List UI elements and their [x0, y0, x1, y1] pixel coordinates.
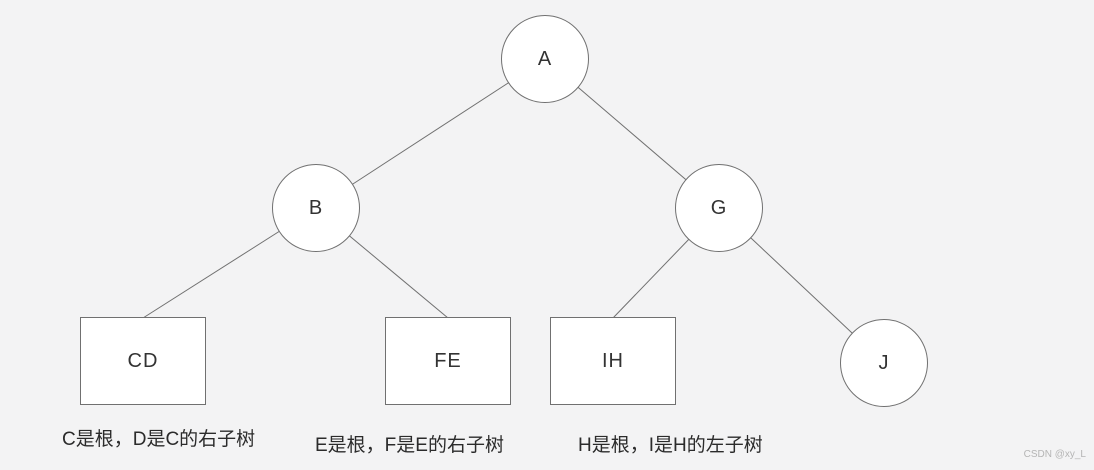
tree-node-cd-label: CD — [127, 349, 159, 372]
tree-node-a-label: A — [537, 47, 553, 70]
edge-a-b — [315, 58, 546, 209]
tree-node-g: G — [675, 164, 763, 252]
tree-node-g-label: G — [710, 196, 728, 219]
tree-node-b-label: B — [308, 196, 324, 219]
tree-node-ih-label: IH — [602, 349, 624, 372]
tree-node-fe-label: FE — [434, 349, 462, 372]
tree-node-b: B — [272, 164, 360, 252]
caption-cd: C是根，D是C的右子树 — [62, 429, 256, 450]
tree-node-cd: CD — [80, 317, 206, 405]
tree-node-j: J — [840, 319, 928, 407]
tree-node-fe: FE — [385, 317, 511, 405]
csdn-watermark: CSDN @xy_L — [1023, 449, 1086, 460]
tree-node-ih: IH — [550, 317, 676, 405]
tree-node-j-label: J — [878, 351, 890, 374]
caption-fe: E是根，F是E的右子树 — [315, 435, 504, 456]
caption-ih: H是根，I是H的左子树 — [578, 435, 763, 456]
tree-node-a: A — [501, 15, 589, 103]
